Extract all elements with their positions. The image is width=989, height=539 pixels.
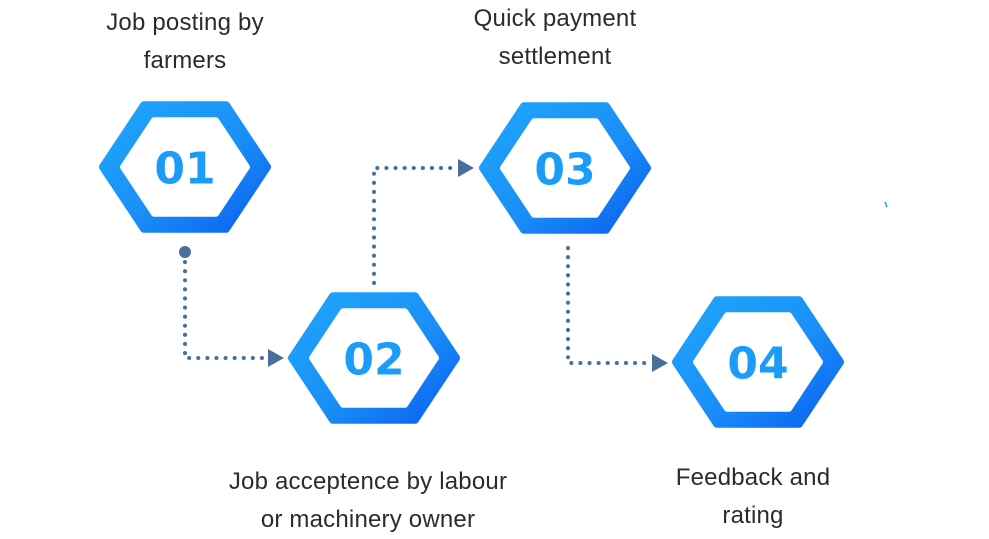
connector-03-04 <box>566 246 668 372</box>
step-01-label-line-2: farmers <box>143 47 227 74</box>
step-02-label-line-1: Job acceptence by labour <box>228 468 508 495</box>
step-03-hexagon: 03 <box>479 102 651 234</box>
hexagon-inner-icon <box>309 308 439 408</box>
step-02-hexagon: 02 <box>288 292 460 424</box>
step-04-label-line-1: Feedback and <box>675 464 831 491</box>
step-02-label-line-2: or machinery owner <box>260 506 476 533</box>
step-number: 02 <box>343 335 404 386</box>
step-01-hexagon: 01 <box>99 101 271 233</box>
step-04-label: Feedback and rating <box>633 459 873 535</box>
connector-start-dot <box>179 246 191 258</box>
step-number: 04 <box>727 339 788 390</box>
step-03-label-line-2: settlement <box>498 43 612 70</box>
hexagon-inner-icon <box>693 312 823 412</box>
step-03-label: Quick payment settlement <box>420 0 690 76</box>
step-number: 03 <box>534 145 595 196</box>
arrowhead-icon <box>458 159 474 177</box>
arrowhead-icon <box>268 349 284 367</box>
step-number: 01 <box>154 144 215 195</box>
step-04-hexagon: 04 <box>672 296 844 428</box>
connector-02-03 <box>372 159 474 285</box>
step-01-label-line-1: Job posting by <box>106 9 264 36</box>
hexagon-inner-icon <box>500 118 630 218</box>
step-03-label-line-1: Quick payment <box>473 5 637 32</box>
step-01-label: Job posting by farmers <box>50 4 320 80</box>
step-02-label: Job acceptence by labour or machinery ow… <box>198 463 538 539</box>
hexagon-inner-icon <box>120 117 250 217</box>
connector-01-02 <box>179 246 284 367</box>
arrowhead-icon <box>652 354 668 372</box>
step-04-label-line-2: rating <box>722 502 784 529</box>
stray-mark <box>884 201 888 208</box>
